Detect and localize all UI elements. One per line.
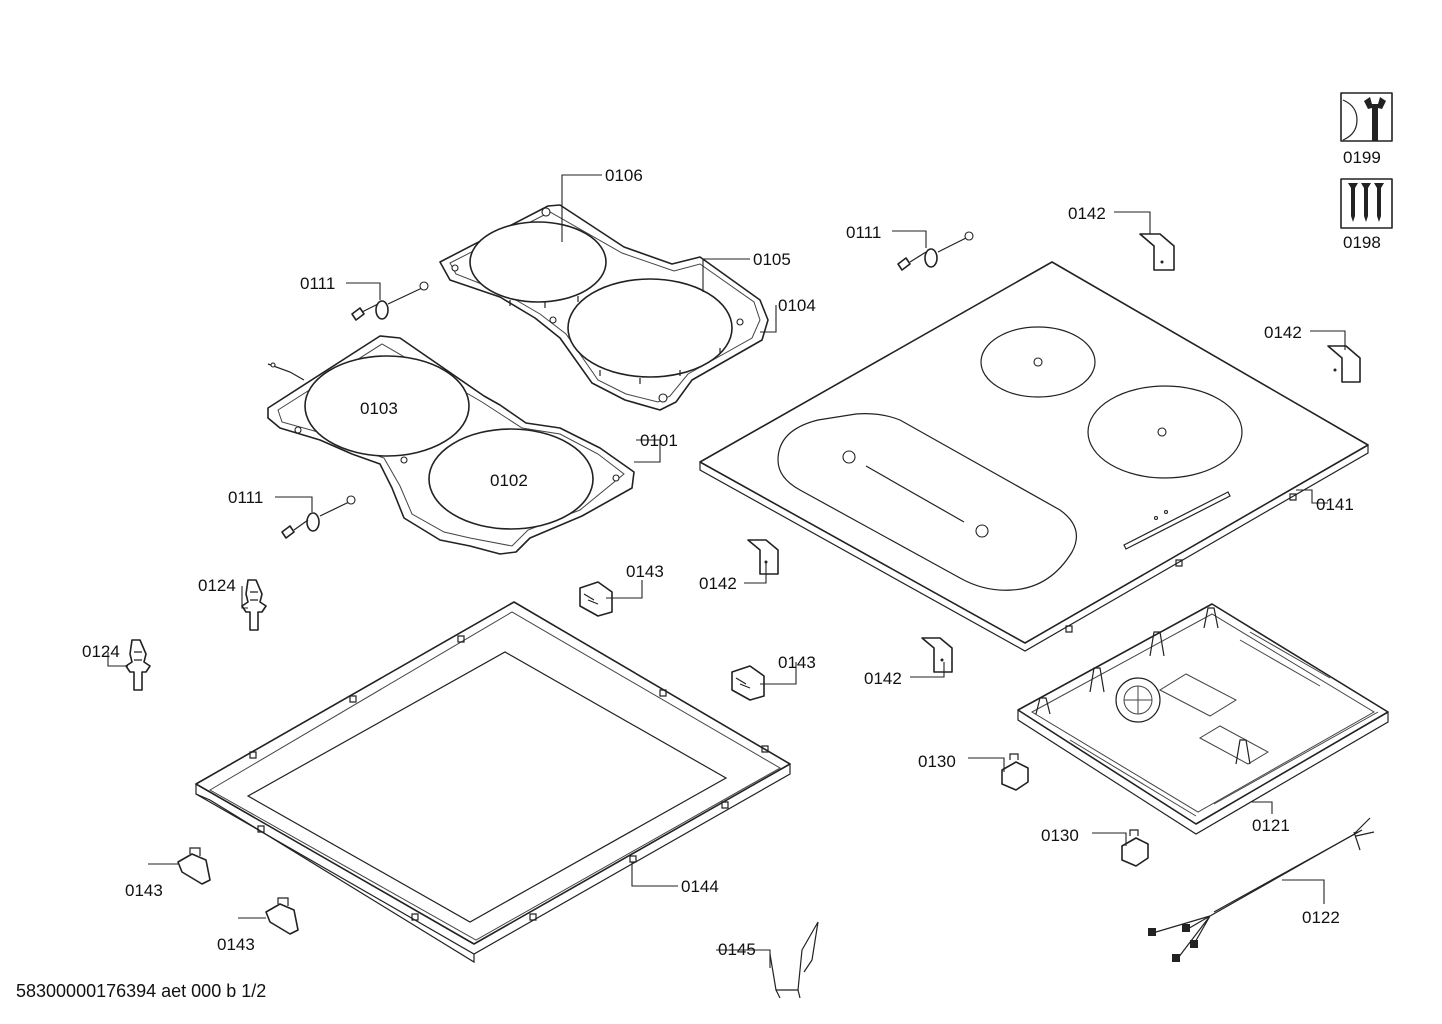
latch-0130-a xyxy=(1001,753,1029,791)
temperature-sensor-0111-b xyxy=(281,495,356,539)
part-label-0130-a: 0130 xyxy=(918,752,956,771)
part-label-0143-d: 0143 xyxy=(217,935,255,954)
clip-0143-d xyxy=(265,897,299,935)
base-tray-0121 xyxy=(1017,603,1389,835)
part-label-0122: 0122 xyxy=(1302,908,1340,927)
part-label-0106: 0106 xyxy=(605,166,643,185)
induction-coil-0102 xyxy=(428,428,594,530)
part-label-0144: 0144 xyxy=(681,877,719,896)
part-label-0142-c: 0142 xyxy=(699,574,737,593)
mains-cable-0122 xyxy=(1148,817,1375,962)
insulation-0145 xyxy=(769,921,819,999)
clip-0143-b xyxy=(731,665,765,701)
leader-lines xyxy=(107,174,1346,968)
part-label-0121: 0121 xyxy=(1252,816,1290,835)
part-label-0104: 0104 xyxy=(778,296,816,315)
bracket-0142-c xyxy=(747,539,779,575)
screws-icon xyxy=(1340,178,1393,229)
part-label-0145: 0145 xyxy=(718,940,756,959)
part-label-0141: 0141 xyxy=(1316,495,1354,514)
latch-0130-b xyxy=(1121,829,1149,867)
bracket-0142-a xyxy=(1139,233,1175,271)
part-label-0124-b: 0124 xyxy=(82,642,120,661)
frame-0144 xyxy=(195,601,791,964)
temperature-sensor-0111-c xyxy=(897,231,974,271)
part-label-0105: 0105 xyxy=(753,250,791,269)
clip-0143-a xyxy=(579,581,613,617)
part-label-0101: 0101 xyxy=(640,431,678,450)
temperature-sensor-0111-a xyxy=(351,281,429,321)
part-label-0103: 0103 xyxy=(360,399,398,418)
induction-coil-0106 xyxy=(469,221,607,308)
document-id: 58300000176394 aet 000 b 1/2 xyxy=(16,981,267,1001)
part-label-0124-a: 0124 xyxy=(198,576,236,595)
bracket-0142-d xyxy=(921,637,953,673)
part-label-0142-d: 0142 xyxy=(864,669,902,688)
bracket-0142-b xyxy=(1327,345,1361,383)
part-label-0198: 0198 xyxy=(1343,233,1381,252)
part-label-0143-b: 0143 xyxy=(778,653,816,672)
part-label-0111-c: 0111 xyxy=(846,223,881,242)
part-label-0111-a: 0111 xyxy=(300,274,335,293)
glass-ceramic-hob-0141 xyxy=(699,261,1369,652)
induction-coil-0103 xyxy=(304,355,470,457)
part-label-0111-b: 0111 xyxy=(228,488,263,507)
part-label-0143-c: 0143 xyxy=(125,881,163,900)
part-label-0102: 0102 xyxy=(490,471,528,490)
part-label-0142-b: 0142 xyxy=(1264,323,1302,342)
induction-coil-0105 xyxy=(567,278,733,384)
foot-0124-b xyxy=(125,639,151,691)
part-label-0143-a: 0143 xyxy=(626,562,664,581)
part-label-0130-b: 0130 xyxy=(1041,826,1079,845)
foot-0124-a xyxy=(241,579,267,631)
part-label-0199: 0199 xyxy=(1343,148,1381,167)
part-label-0142-a: 0142 xyxy=(1068,204,1106,223)
clip-0143-c xyxy=(177,847,211,885)
service-wrench-icon xyxy=(1340,92,1393,142)
